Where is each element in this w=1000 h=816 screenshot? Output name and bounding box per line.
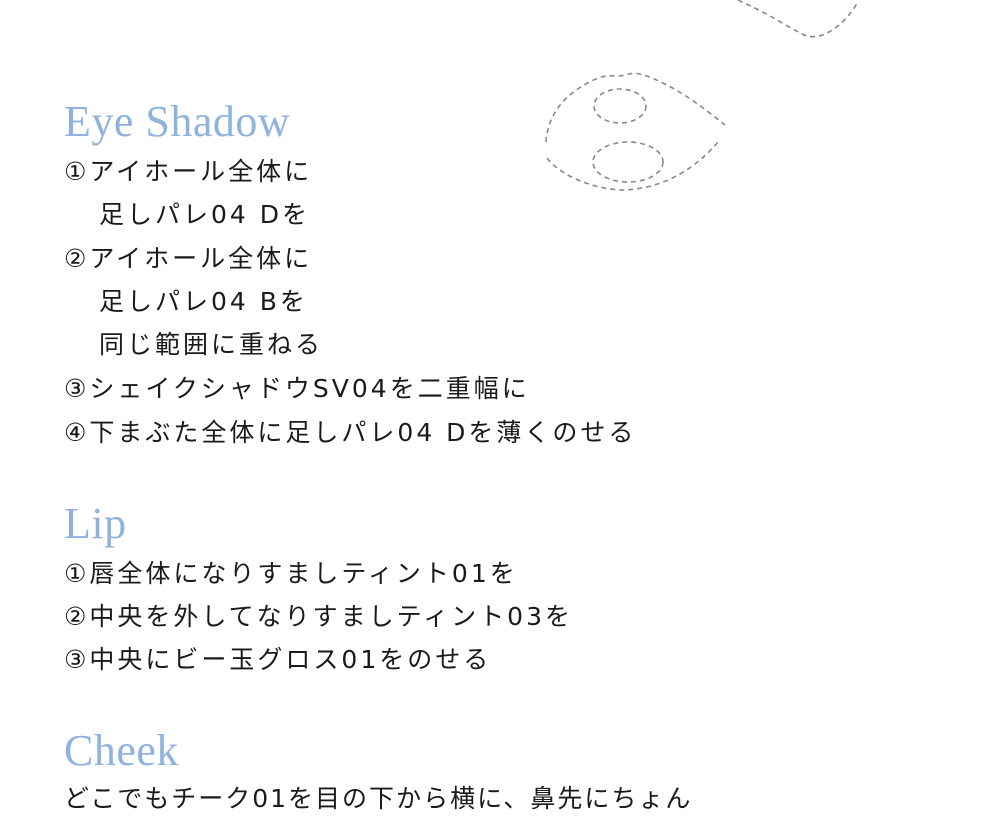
eye-shadow-step-1-cont: 足しパレ04 Dを <box>99 200 311 229</box>
face-contour-top <box>737 0 859 38</box>
cheek-heading: Cheek <box>64 726 179 775</box>
eye-shadow-step-4: ④下まぶた全体に足しパレ04 Dを薄くのせる <box>64 418 637 447</box>
eye-area-outline <box>545 72 726 143</box>
eye-shadow-step-2: ②アイホール全体に <box>64 244 313 273</box>
eye-shadow-step-3: ③シェイクシャドウSV04を二重幅に <box>64 374 530 403</box>
eye-area-outline-lower <box>546 141 719 191</box>
eyelid-zone <box>593 88 647 124</box>
eye-shadow-step-2-cont: 足しパレ04 Bを <box>99 287 308 316</box>
eye-shadow-step-2-cont-2: 同じ範囲に重ねる <box>99 330 324 359</box>
lip-heading: Lip <box>64 499 127 548</box>
under-eye-zone <box>592 141 664 183</box>
eye-shadow-heading: Eye Shadow <box>64 97 291 146</box>
cheek-step: どこでもチーク01を目の下から横に、鼻先にちょん <box>64 784 693 813</box>
eye-shadow-step-1: ①アイホール全体に <box>64 157 313 186</box>
lip-step-1: ①唇全体になりすましティント01を <box>64 559 518 588</box>
lip-step-3: ③中央にビー玉グロス01をのせる <box>64 645 492 674</box>
lip-step-2: ②中央を外してなりすましティント03を <box>64 602 573 631</box>
